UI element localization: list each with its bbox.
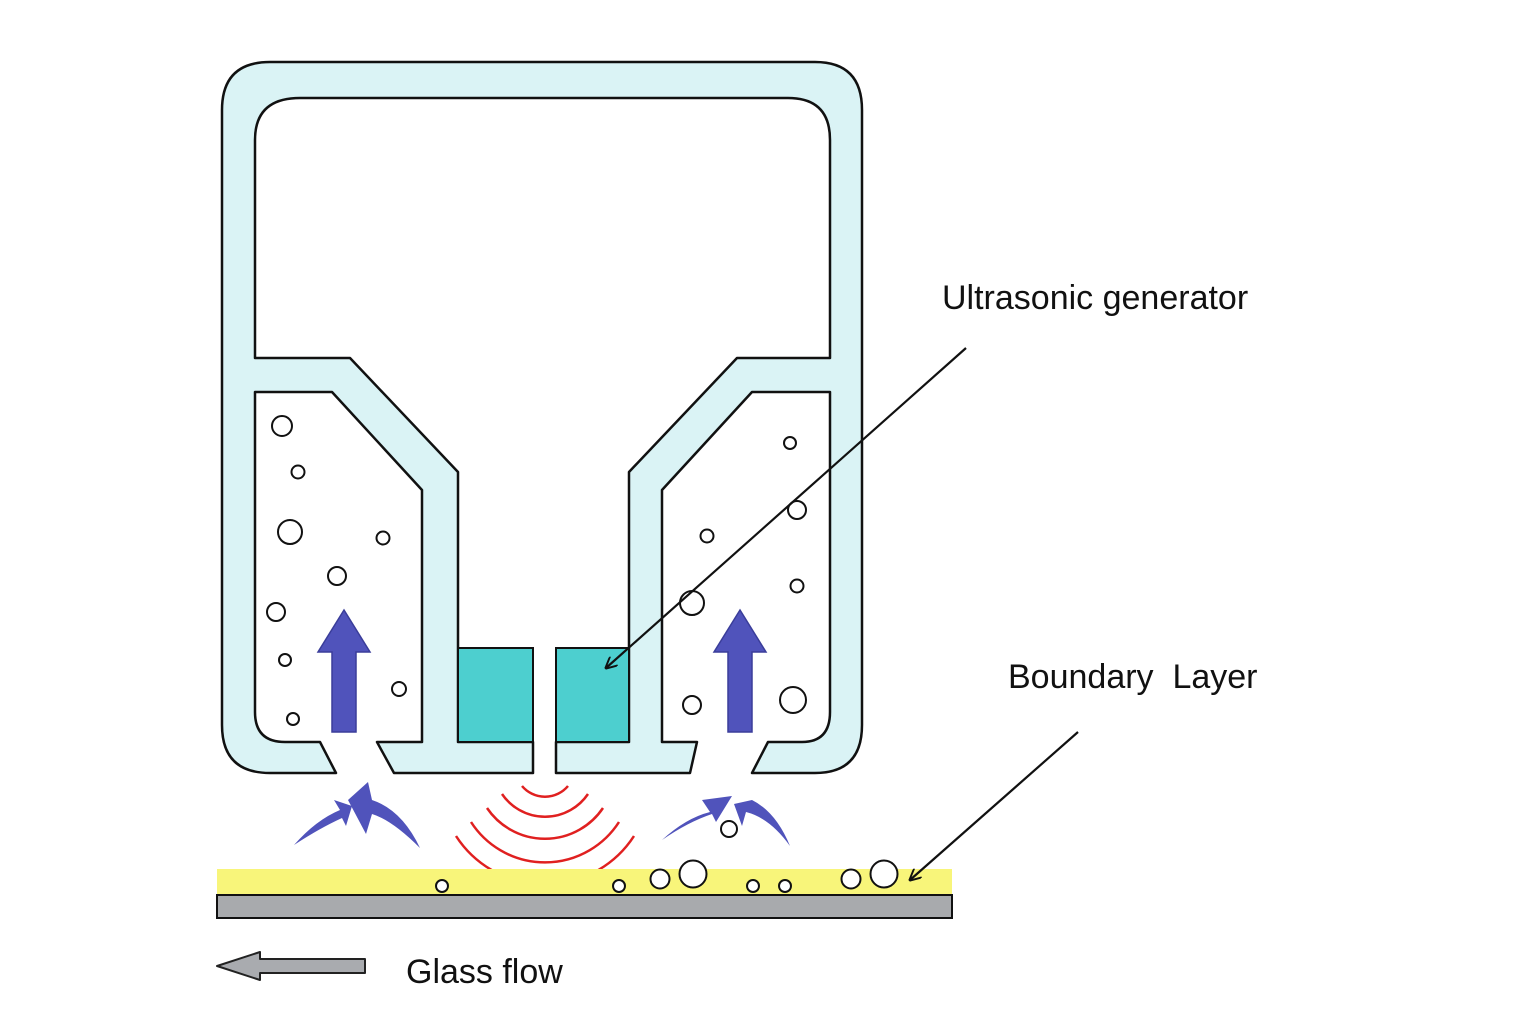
glass-sheet [216,894,953,919]
generator-leader-line [606,347,967,668]
ultrasonic-waves [454,785,636,886]
inflow-arrows [294,782,790,848]
wave-arc-icon [500,793,590,818]
curved-arrow-icon [348,782,420,848]
boundary-leader-line [910,731,1079,880]
glass-flow-label: Glass flow [406,953,563,991]
generator-block-right [555,647,630,743]
curved-arrow-icon [734,800,790,846]
boundary-bubbles [435,820,899,893]
wave-arc-icon [521,785,569,798]
housing-body [220,60,864,775]
generator-block-left [457,647,534,743]
ultrasonic-generator-label: Ultrasonic generator [942,279,1248,317]
boundary-layer-label: Boundary Layer [1008,658,1258,696]
up-arrow-icon-right [712,608,768,733]
wave-arc-icon [469,821,621,864]
curved-arrow-icon [662,796,732,840]
left-arrow-icon [216,951,366,981]
wave-arc-icon [485,807,605,841]
boundary-layer-band [217,869,952,895]
curved-arrow-icon [294,800,352,845]
chamber-bubbles [266,415,807,726]
up-arrow-icon-left [316,608,372,733]
